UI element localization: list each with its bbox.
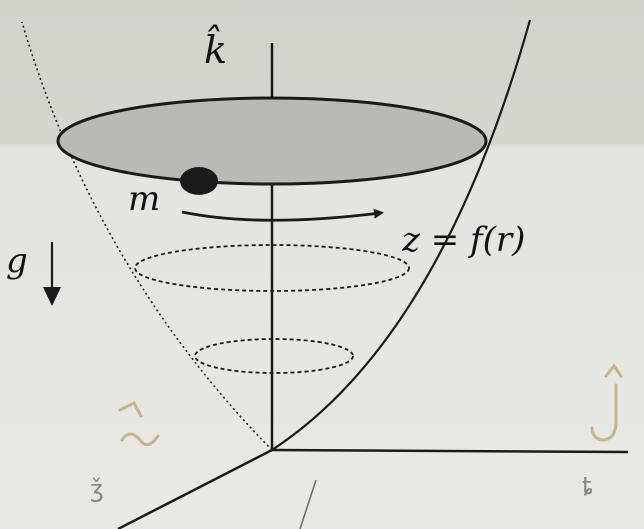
rotation-arrow — [181, 208, 384, 222]
orbit-disk — [56, 96, 488, 186]
i-axis-line — [117, 448, 273, 529]
mass-label: m — [128, 179, 160, 219]
gravity-label: g — [6, 241, 28, 281]
pencil-stroke — [299, 479, 317, 529]
gravity-arrowhead — [43, 287, 61, 306]
ink-smudge-right: ȶ — [582, 472, 593, 500]
surface-equation-label: z = f(r) — [401, 220, 525, 260]
paraboloid-right-profile — [271, 19, 532, 451]
handwritten-i-hat: ĩ — [639, 526, 641, 529]
mass-point — [180, 167, 218, 195]
k-hat-label: k̂ — [204, 25, 227, 72]
level-circle-upper — [134, 244, 410, 292]
level-circle-lower — [194, 338, 354, 374]
handwritten-i-hat-mark — [118, 401, 160, 447]
ink-smudge-left: ǯ — [90, 475, 104, 503]
paraboloid-left-profile-hidden — [21, 21, 273, 451]
handwritten-j-hat: ĵ — [639, 526, 641, 529]
handwritten-j-hat-mark — [590, 363, 623, 442]
j-axis-line — [271, 448, 629, 454]
